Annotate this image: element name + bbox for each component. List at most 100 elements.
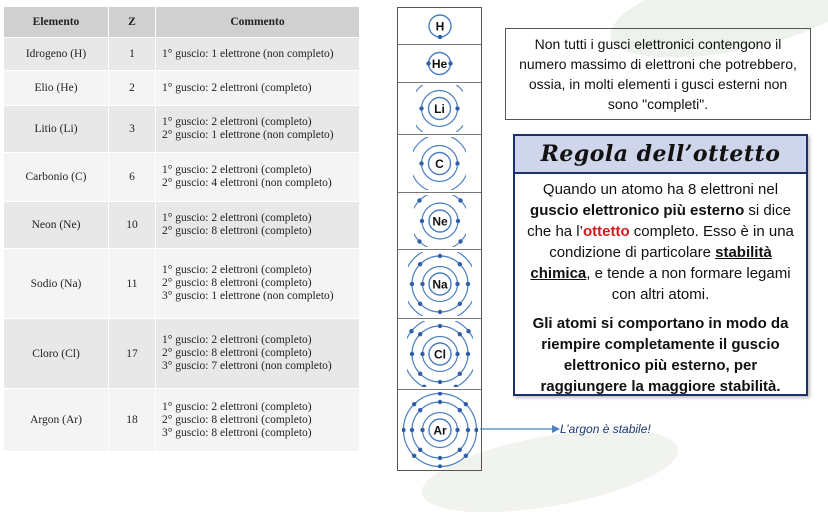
element-name-cell: Litio (Li)	[3, 105, 109, 153]
atom-diagram-cl: Cl	[406, 321, 473, 387]
atom-cell-h: H	[398, 8, 481, 45]
electron	[455, 218, 460, 224]
element-name-cell: Idrogeno (H)	[3, 37, 109, 71]
element-symbol: Cl	[434, 348, 446, 362]
electron	[421, 384, 426, 387]
electron	[463, 401, 468, 407]
comment-line: 3° guscio: 8 elettroni (completo)	[162, 426, 312, 439]
element-name-cell: Neon (Ne)	[3, 201, 109, 249]
atom-cell-ar: Ar	[398, 390, 481, 470]
atom-diagram-na: Na	[407, 252, 472, 316]
electron	[419, 427, 425, 433]
comment-line: 3° guscio: 7 elettroni (non completo)	[162, 360, 332, 372]
electron	[465, 281, 470, 287]
electron	[457, 447, 462, 452]
atomic-number-cell: 2	[108, 70, 156, 106]
comment-line: 1° guscio: 2 elettroni (completo)	[162, 400, 312, 413]
electron	[419, 161, 424, 166]
comment-line: 2° guscio: 8 elettroni (completo)	[162, 413, 312, 426]
ottetto-highlight: ottetto	[582, 223, 630, 240]
octet-rule-title: Regola dell’ottetto	[515, 136, 806, 174]
electron	[437, 34, 442, 40]
electron	[417, 447, 422, 452]
electron	[437, 455, 442, 461]
shells-note-text: Non tutti i gusci elettronici contengono…	[519, 36, 797, 112]
comment-line: 2° guscio: 1 elettrone (non completo)	[162, 129, 334, 141]
comment-line: 1° guscio: 1 elettrone (non completo)	[162, 47, 334, 60]
atom-cell-na: Na	[398, 250, 481, 319]
electron	[437, 399, 442, 405]
electron	[408, 329, 414, 334]
electron	[409, 351, 414, 357]
electron	[455, 161, 460, 166]
element-name-cell: Carbonio (C)	[3, 152, 109, 202]
electron	[437, 323, 442, 329]
electron	[411, 453, 416, 459]
element-symbol: H	[435, 20, 444, 34]
comment-cell: 1° guscio: 2 elettroni (completo)2° gusc…	[155, 201, 360, 249]
comment-cell: 1° guscio: 2 elettroni (completo)2° gusc…	[155, 152, 360, 202]
element-symbol: He	[432, 57, 448, 71]
electron	[457, 371, 462, 376]
octet-rule-paragraph: Quando un atomo ha 8 elettroni nel gusci…	[527, 181, 794, 303]
nucleus	[427, 272, 452, 296]
comment-cell: 1° guscio: 2 elettroni (completo)2° gusc…	[155, 105, 360, 153]
nucleus	[427, 418, 452, 442]
atomic-number-cell: 3	[108, 105, 156, 153]
electron	[419, 351, 425, 357]
atom-cell-cl: Cl	[398, 319, 481, 390]
atom-diagram-c: C	[413, 137, 466, 190]
electron	[416, 239, 422, 244]
electron	[426, 61, 431, 66]
header-commento: Commento	[155, 6, 360, 38]
electron	[417, 301, 422, 306]
electron	[417, 371, 422, 376]
atom-diagram-ne: Ne	[413, 195, 466, 247]
electron	[417, 408, 422, 413]
electron	[463, 453, 468, 459]
comment-line: 1° guscio: 2 elettroni (completo)	[162, 164, 312, 176]
element-name-cell: Cloro (Cl)	[3, 318, 109, 389]
electron	[457, 198, 463, 203]
comment-line: 1° guscio: 2 elettroni (completo)	[162, 81, 312, 94]
comment-cell: 1° guscio: 2 elettroni (completo)2° gusc…	[155, 248, 360, 319]
atom-diagram-li: Li	[416, 85, 463, 132]
electron	[409, 281, 414, 287]
comment-line: 2° guscio: 8 elettroni (completo)	[162, 277, 312, 289]
atomic-number-cell: 11	[108, 248, 156, 319]
element-name-cell: Argon (Ar)	[3, 388, 109, 452]
atom-cell-c: C	[398, 135, 481, 193]
element-symbol: Ar	[433, 424, 447, 438]
electron	[454, 281, 460, 287]
electron	[457, 262, 462, 267]
stabilita-chimica-highlight: stabilità chimica	[530, 244, 772, 282]
element-symbol: Li	[434, 102, 445, 116]
nucleus	[427, 342, 452, 366]
comment-line: 3° guscio: 1 elettrone (non completo)	[162, 290, 334, 302]
atom-diagram-ar: Ar	[401, 392, 478, 468]
electron	[437, 392, 442, 396]
comment-line: 2° guscio: 4 elettroni (non completo)	[162, 177, 332, 189]
electron	[419, 281, 425, 287]
element-symbol: C	[435, 157, 444, 171]
element-name-cell: Sodio (Na)	[3, 248, 109, 319]
electron	[454, 351, 460, 357]
atom-diagram-he: He	[426, 51, 453, 76]
comment-cell: 1° guscio: 2 elettroni (completo)	[155, 70, 360, 106]
electron	[437, 309, 442, 315]
electron	[437, 253, 442, 259]
electron	[437, 464, 442, 468]
electron	[465, 427, 470, 433]
octet-rule-box: Regola dell’ottetto Quando un atomo ha 8…	[513, 134, 808, 396]
comment-line: 1° guscio: 2 elettroni (completo)	[162, 116, 312, 128]
electron	[455, 106, 460, 111]
argon-stable-note: L’argon è stabile!	[560, 422, 651, 436]
